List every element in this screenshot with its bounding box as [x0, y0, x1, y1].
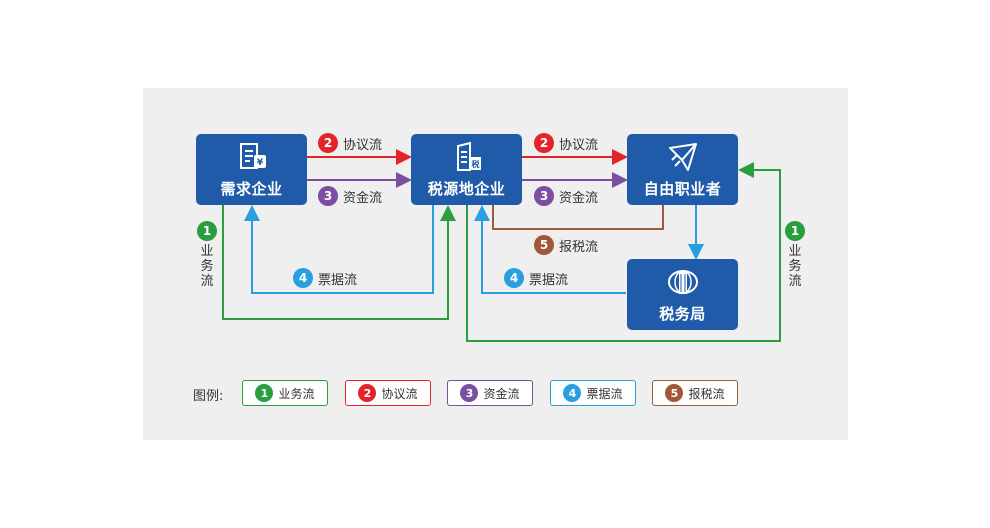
node-label: 需求企业 — [220, 180, 283, 198]
flow-text-business-left: 业务流 — [200, 244, 214, 289]
legend-item-invoice: 4 票据流 — [550, 380, 636, 406]
node-freelancer: 自由职业者 — [627, 134, 738, 205]
node-label: 自由职业者 — [643, 180, 722, 198]
invoice-arrow-1 — [244, 205, 434, 294]
legend-item-capital: 3 资金流 — [447, 380, 533, 406]
legend-item-agreement: 2 协议流 — [345, 380, 431, 406]
tax-flow-line — [492, 205, 664, 230]
flow-label-invoice-1: 4 票据流 — [293, 268, 357, 288]
node-tax-source-enterprise: 税 税源地企业 — [411, 134, 522, 205]
legend-badge: 2 — [358, 384, 377, 402]
flow-badge-business-right: 1 — [785, 221, 805, 241]
flow-label-capital-2: 3 资金流 — [534, 186, 598, 206]
flow-label-agreement-2: 2 协议流 — [534, 133, 598, 153]
legend-label: 协议流 — [381, 386, 418, 401]
business-arrow-right — [466, 162, 781, 342]
node-label: 税源地企业 — [427, 180, 506, 198]
legend-item-tax: 5 报税流 — [652, 380, 738, 406]
node-tax-bureau: 税务局 — [627, 259, 738, 330]
legend-badge: 4 — [563, 384, 582, 402]
flow-text: 资金流 — [343, 190, 383, 206]
flow-badge: 2 — [318, 133, 338, 153]
flow-badge: 5 — [534, 235, 554, 255]
flow-badge-business-left: 1 — [197, 221, 217, 241]
flow-badge: 4 — [504, 268, 524, 288]
flow-text: 报税流 — [559, 239, 599, 255]
flow-text: 协议流 — [559, 137, 599, 153]
flow-text-business-right: 业务流 — [788, 244, 802, 289]
legend-badge: 1 — [255, 384, 274, 402]
legend-label: 资金流 — [483, 386, 520, 401]
svg-text:税: 税 — [471, 159, 479, 169]
document-yen-icon: ¥ — [239, 143, 266, 169]
flow-badge: 3 — [534, 186, 554, 206]
flow-badge: 4 — [293, 268, 313, 288]
flow-label-tax: 5 报税流 — [534, 235, 598, 255]
svg-text:¥: ¥ — [256, 158, 263, 168]
legend-badge: 5 — [665, 384, 684, 402]
legend-title: 图例: — [193, 389, 224, 404]
node-label: 税务局 — [659, 305, 706, 323]
flow-text: 票据流 — [318, 272, 358, 288]
building-tax-icon: 税 — [456, 141, 481, 171]
flow-text: 票据流 — [529, 272, 569, 288]
flow-badge: 2 — [534, 133, 554, 153]
flow-label-capital-1: 3 资金流 — [318, 186, 382, 206]
invoice-arrow-2 — [474, 205, 626, 294]
business-arrow-left — [222, 205, 456, 320]
flow-label-agreement-1: 2 协议流 — [318, 133, 382, 153]
paper-plane-icon — [668, 143, 697, 171]
legend-label: 票据流 — [586, 386, 623, 401]
node-demand-enterprise: ¥ 需求企业 — [196, 134, 307, 205]
legend-item-business: 1 业务流 — [242, 380, 328, 406]
flow-text: 资金流 — [559, 190, 599, 206]
legend-badge: 3 — [460, 384, 479, 402]
legend-label: 业务流 — [278, 386, 315, 401]
legend-label: 报税流 — [688, 386, 725, 401]
tax-emblem-icon — [667, 270, 698, 294]
flow-label-invoice-2: 4 票据流 — [504, 268, 568, 288]
flow-badge: 3 — [318, 186, 338, 206]
flow-text: 协议流 — [343, 137, 383, 153]
